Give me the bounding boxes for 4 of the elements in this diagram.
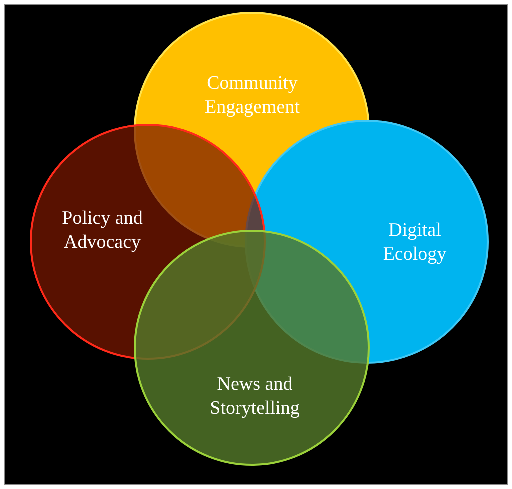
- circle-label: News and Storytelling: [209, 373, 301, 421]
- circle-label: Digital Ecology: [382, 219, 448, 267]
- circle-label: Community Engagement: [204, 72, 301, 120]
- circle-label: Policy and Advocacy: [61, 207, 144, 255]
